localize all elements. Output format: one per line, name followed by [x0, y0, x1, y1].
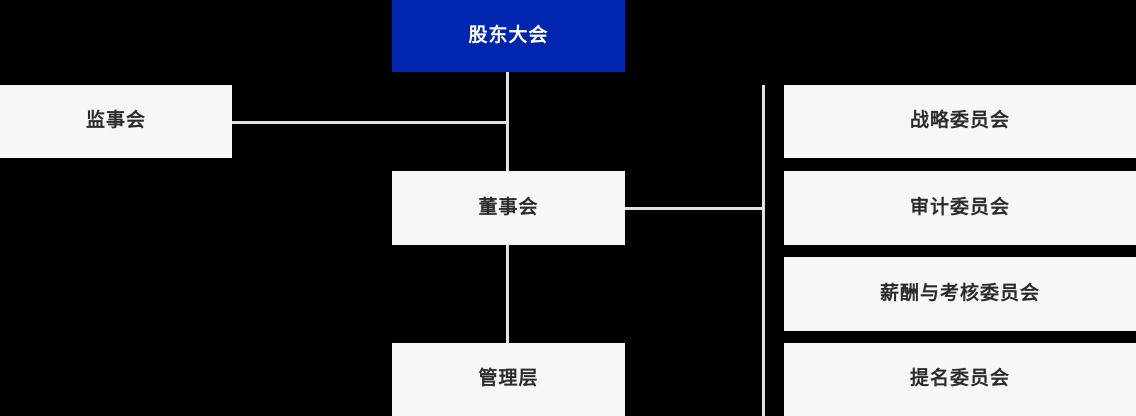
node-nomination-committee[interactable]: 提名委员会 — [784, 343, 1136, 416]
node-management[interactable]: 管理层 — [392, 343, 625, 416]
node-label: 监事会 — [85, 110, 146, 132]
node-board-of-supervisors[interactable]: 监事会 — [0, 85, 232, 158]
node-label: 股东大会 — [468, 24, 549, 46]
node-shareholders-meeting[interactable]: 股东大会 — [392, 0, 625, 72]
connector-directors-to-management-vertical — [506, 245, 509, 343]
node-label: 管理层 — [478, 368, 539, 390]
node-label: 战略委员会 — [909, 110, 1010, 132]
node-label: 提名委员会 — [909, 368, 1010, 390]
node-audit-committee[interactable]: 审计委员会 — [784, 171, 1136, 245]
connector-directors-to-committee-bus-horizontal — [625, 207, 765, 210]
connector-supervisors-to-trunk-horizontal — [232, 121, 509, 124]
node-remuneration-appraisal-committee[interactable]: 薪酬与考核委员会 — [784, 257, 1136, 331]
node-label: 董事会 — [478, 196, 539, 218]
node-label: 审计委员会 — [909, 196, 1010, 218]
node-strategy-committee[interactable]: 战略委员会 — [784, 85, 1136, 158]
connector-committee-bus-vertical — [762, 85, 765, 416]
node-label: 薪酬与考核委员会 — [879, 282, 1040, 304]
node-board-of-directors[interactable]: 董事会 — [392, 171, 625, 245]
